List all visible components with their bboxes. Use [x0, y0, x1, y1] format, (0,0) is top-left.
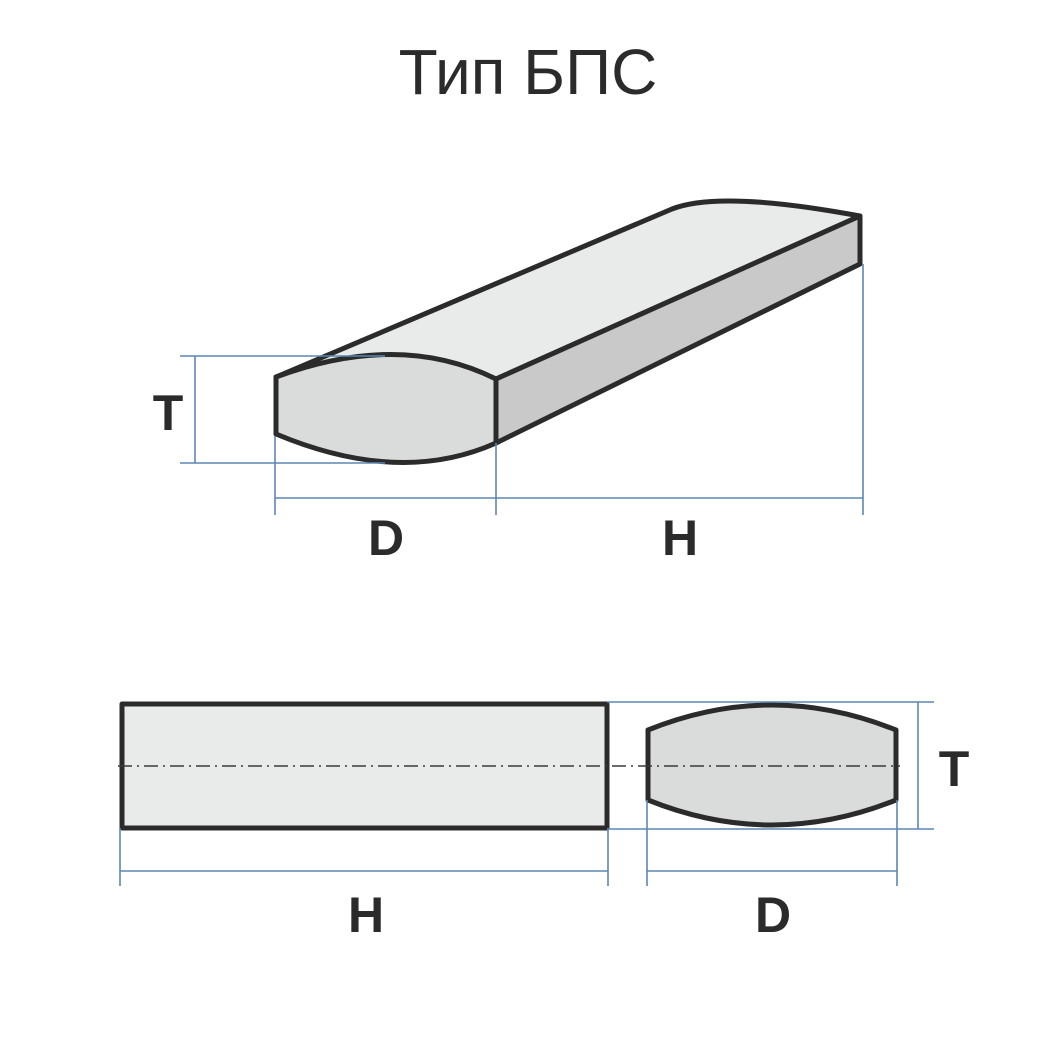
front-width-dimension — [646, 800, 898, 886]
end-view-section — [645, 702, 899, 828]
iso-thickness-label: T — [153, 385, 184, 441]
diagram-title: Тип БПС — [399, 36, 658, 108]
iso-width-label: D — [368, 510, 404, 566]
front-width-label: D — [755, 887, 791, 943]
iso-end-face — [273, 352, 499, 465]
front-length-dimension — [119, 828, 609, 886]
orthographic-views: T H D — [118, 701, 970, 943]
front-length-label: H — [348, 887, 384, 943]
iso-thickness-dimension — [180, 355, 385, 464]
front-thickness-dimension — [607, 701, 934, 830]
isometric-view: T D H — [153, 198, 864, 566]
iso-length-label: H — [662, 510, 698, 566]
front-thickness-label: T — [939, 741, 970, 797]
iso-width-length-dimension — [274, 264, 864, 515]
